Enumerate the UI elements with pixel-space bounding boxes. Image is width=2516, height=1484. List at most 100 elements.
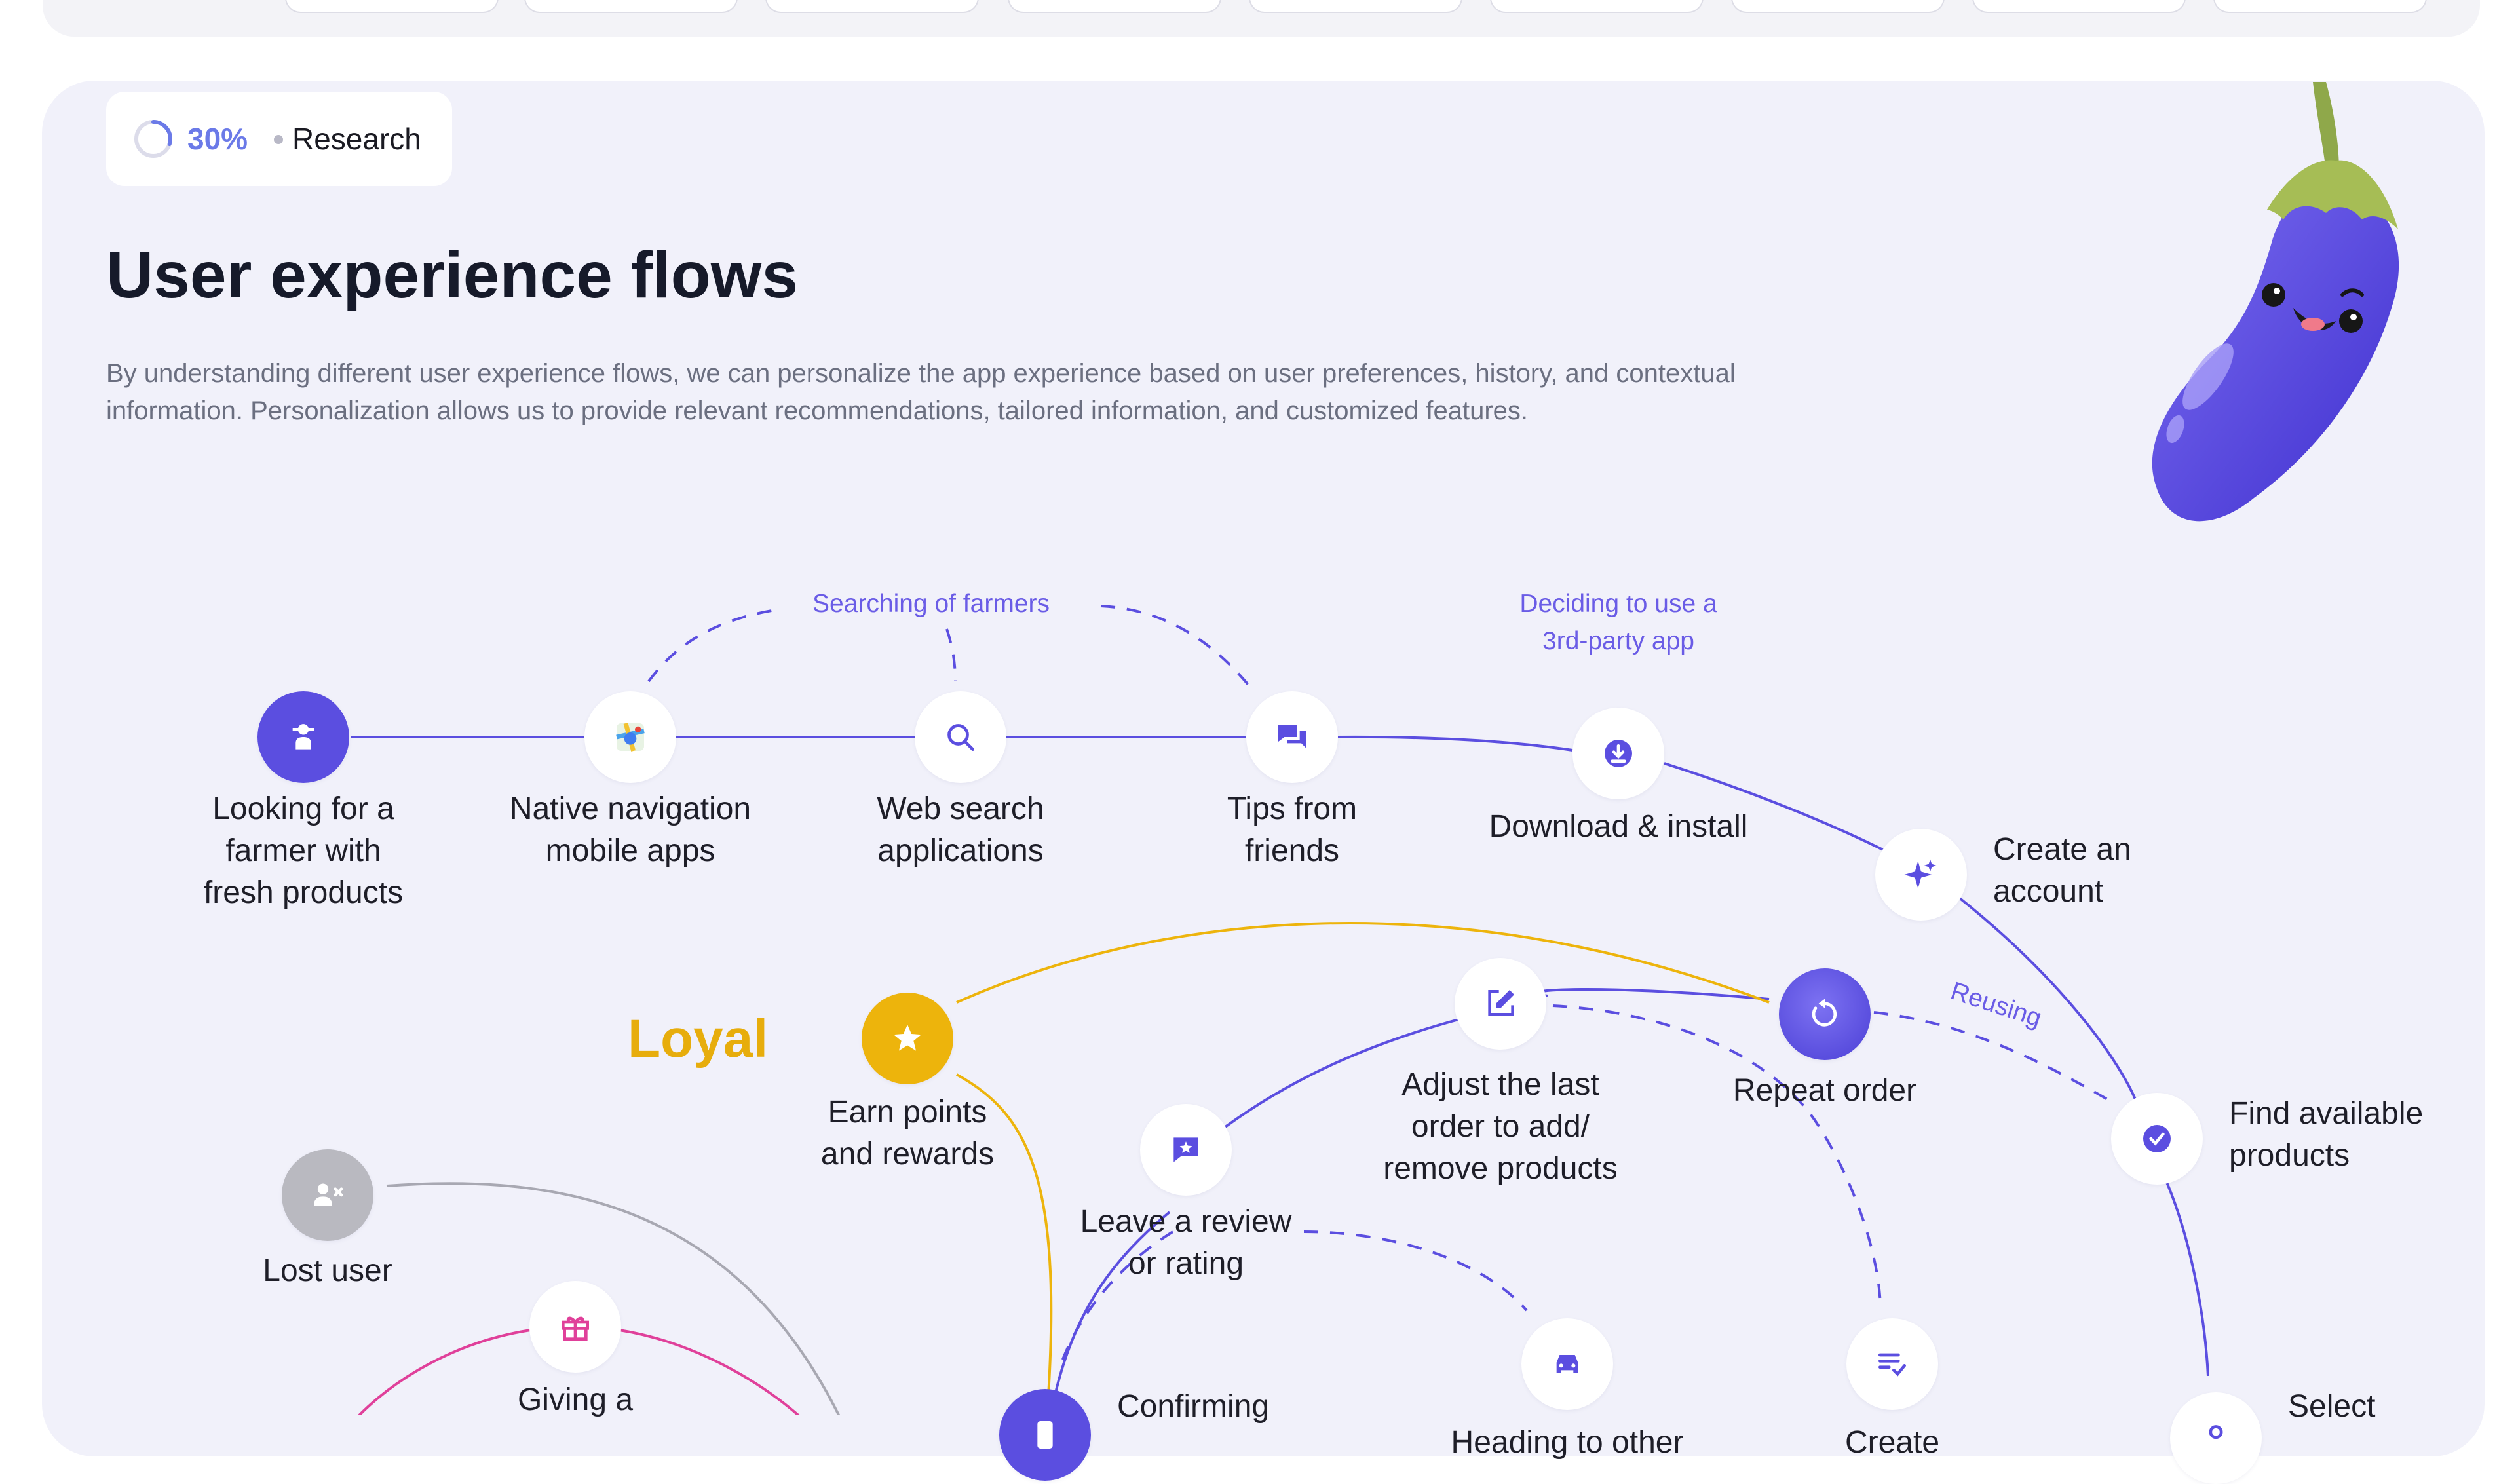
label-select: Select (2288, 1386, 2375, 1428)
stage-label: Research (292, 122, 421, 156)
label-giving-gift: Giving a (444, 1379, 706, 1421)
node-create-account[interactable] (1875, 829, 1967, 921)
label-earn-points: Earn points and rewards (776, 1092, 1039, 1175)
label-line: Lost user (263, 1253, 392, 1288)
label-line: Heading to other (1451, 1425, 1684, 1460)
label-line: Adjust the last (1401, 1067, 1599, 1102)
chat-icon (1278, 725, 1306, 748)
sparkles-icon (1904, 859, 1937, 888)
check-circle-icon (2143, 1125, 2171, 1152)
list-check-icon (1878, 1353, 1906, 1377)
search-icon (947, 724, 974, 751)
label-adjust-order: Adjust the last order to add/ remove pro… (1337, 1064, 1664, 1190)
node-tips-from-friends[interactable] (1246, 691, 1338, 783)
label-line: Create an (1993, 832, 2131, 867)
connector (1054, 1211, 1171, 1396)
node-find-products[interactable] (2111, 1093, 2203, 1185)
page-title: User experience flows (106, 238, 799, 312)
refresh-icon (1812, 999, 1837, 1027)
node-adjust-order[interactable] (1455, 958, 1546, 1050)
label-line: mobile apps (545, 833, 715, 868)
research-progress-badge: 30% Research (106, 92, 452, 186)
section-description: By understanding different user experien… (106, 359, 1736, 425)
label-create-list: Create (1761, 1422, 2023, 1464)
segment-label-loyal: Loyal (628, 1009, 769, 1069)
annotation-deciding-line1: Deciding to use a (1519, 590, 1717, 618)
label-heading-other: Heading to other (1403, 1422, 1731, 1464)
label-lost-user: Lost user (197, 1250, 459, 1292)
node-download-install[interactable] (1572, 708, 1664, 799)
label-line: Create (1844, 1425, 1940, 1460)
label-line: Earn points (828, 1095, 987, 1130)
dashed-connector (647, 608, 780, 683)
annotation-searching-farmers: Searching of farmers (812, 590, 1050, 618)
connector (956, 921, 1770, 1004)
connector (1958, 896, 2137, 1101)
maps-app-icon (616, 723, 645, 752)
label-line: Giving a (517, 1382, 634, 1417)
connector (956, 1073, 1053, 1396)
node-web-search[interactable] (915, 691, 1006, 783)
dashed-connector (1060, 1230, 1174, 1363)
label-line: applications (877, 833, 1044, 868)
label-line: farmer with (225, 833, 381, 868)
label-line: and rewards (820, 1137, 995, 1171)
dashed-connector (1100, 605, 1249, 686)
node-leave-review[interactable] (1140, 1104, 1232, 1196)
node-create-list[interactable] (1846, 1318, 1938, 1410)
node-select[interactable] (2170, 1392, 2262, 1484)
dashed-connector (1303, 1230, 1528, 1312)
label-download: Download & install (1455, 806, 1782, 848)
label-line: account (1993, 874, 2104, 909)
node-looking-for-farmer[interactable] (257, 691, 349, 783)
node-confirming[interactable] (999, 1389, 1091, 1481)
phone-icon (1037, 1421, 1053, 1449)
label-line: Find available (2229, 1096, 2424, 1131)
label-line: or rating (1128, 1246, 1244, 1281)
review-icon (1173, 1137, 1198, 1162)
user-remove-icon (314, 1183, 343, 1206)
connector (2164, 1179, 2209, 1377)
label-leave-review: Leave a review or rating (1055, 1201, 1317, 1285)
label-line: Repeat order (1732, 1073, 1917, 1108)
node-repeat-order[interactable] (1779, 968, 1871, 1060)
connector (386, 1182, 841, 1415)
node-giving-gift[interactable] (529, 1281, 621, 1373)
car-icon (1556, 1355, 1578, 1373)
user-icon (2209, 1425, 2223, 1439)
star-icon (894, 1025, 921, 1051)
edit-icon (1488, 990, 1514, 1016)
label-line: friends (1244, 833, 1340, 868)
progress-percent: 30% (187, 122, 248, 156)
annotation-deciding-line2: 3rd-party app (1542, 627, 1694, 655)
label-line: Tips from (1227, 791, 1358, 826)
connector (619, 1329, 801, 1415)
label-line: Confirming (1117, 1389, 1270, 1424)
label-repeat-order: Repeat order (1661, 1070, 1989, 1112)
label-line: Download & install (1489, 809, 1748, 844)
node-native-navigation[interactable] (584, 691, 676, 783)
label-line: Select (2288, 1389, 2376, 1424)
label-tips: Tips from friends (1161, 788, 1423, 872)
eggplant-mascot-illustration (2152, 82, 2399, 522)
download-icon (1605, 740, 1632, 767)
node-earn-points[interactable] (862, 993, 953, 1084)
label-line: fresh products (203, 875, 404, 910)
label-line: Native navigation (509, 791, 752, 826)
gift-icon (562, 1316, 589, 1341)
label-looking: Looking for a farmer with fresh products (172, 788, 434, 914)
label-create-account: Create an account (1993, 829, 2131, 913)
label-line: Web search (877, 791, 1044, 826)
node-lost-user[interactable] (282, 1149, 373, 1241)
label-line: order to add/ (1411, 1109, 1590, 1144)
node-heading-other[interactable] (1521, 1318, 1613, 1410)
progress-ring-icon (134, 120, 172, 158)
label-line: products (2229, 1138, 2350, 1173)
label-line: remove products (1383, 1151, 1618, 1186)
label-line: Looking for a (212, 791, 394, 826)
label-line: Leave a review (1080, 1204, 1292, 1239)
dashed-connector (945, 628, 957, 682)
label-find-products: Find available products (2229, 1093, 2423, 1177)
farmer-icon (292, 724, 314, 750)
dashed-connector (1873, 1011, 2111, 1102)
